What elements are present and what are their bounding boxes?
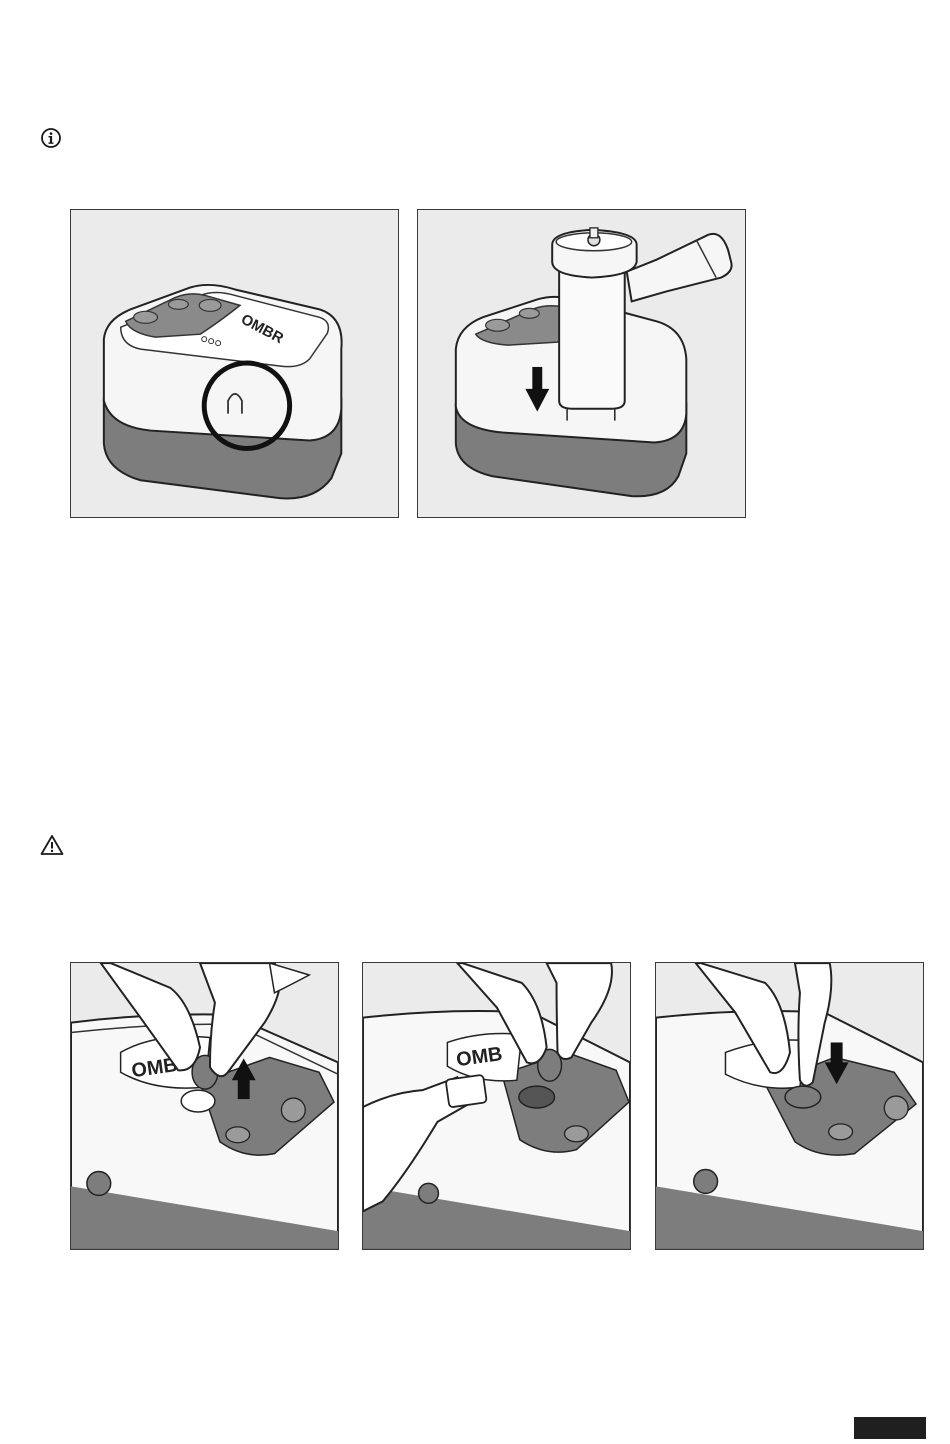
figure-device-socket: OMBR — [70, 209, 399, 518]
figure-replace-cap — [655, 962, 924, 1250]
info-icon — [40, 127, 62, 149]
figure-device-kit — [417, 209, 746, 518]
warning-icon — [40, 834, 64, 856]
figure-clean-socket: OMB — [362, 962, 631, 1250]
page-number-tab — [854, 1417, 926, 1439]
figure-remove-cap: OMB — [70, 962, 339, 1250]
